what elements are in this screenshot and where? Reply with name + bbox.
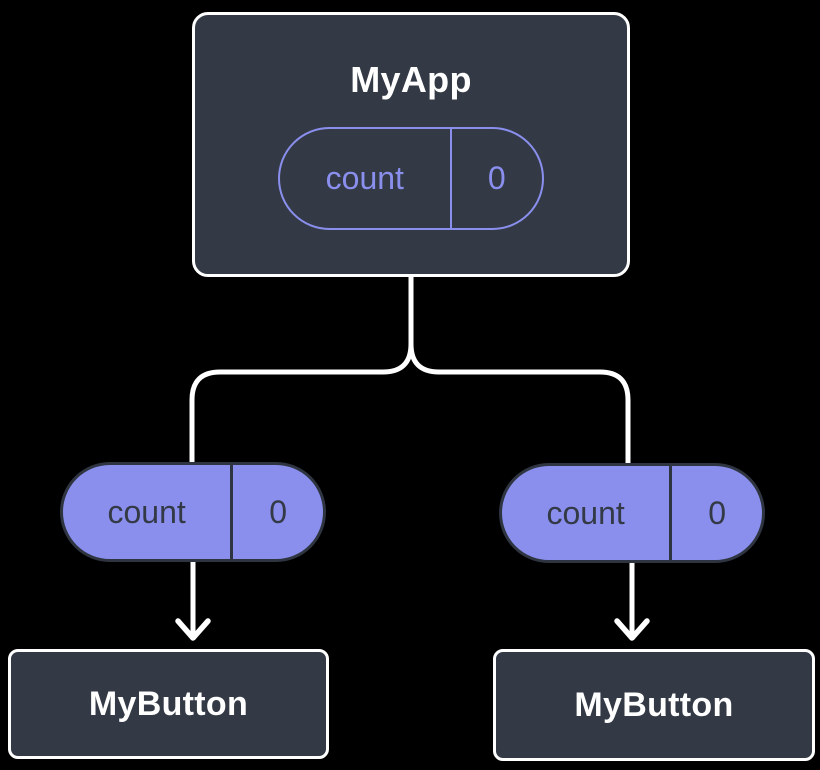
state-name: count bbox=[502, 466, 673, 560]
component-node-mybutton-left: MyButton bbox=[8, 649, 329, 759]
arrow-left-head-icon bbox=[175, 618, 211, 641]
state-pill-right-child: count 0 bbox=[499, 463, 765, 563]
component-node-mybutton-right: MyButton bbox=[493, 649, 815, 761]
state-value: 0 bbox=[487, 160, 506, 196]
fork-branch-left bbox=[189, 277, 414, 464]
component-title: MyButton bbox=[574, 685, 734, 724]
state-value: 0 bbox=[269, 493, 288, 530]
fork-branch-right bbox=[408, 277, 631, 464]
state-name: count bbox=[63, 465, 234, 559]
state-name: count bbox=[280, 129, 452, 228]
arrow-right-head-icon bbox=[614, 618, 650, 641]
state-pill-root: count 0 bbox=[278, 127, 544, 230]
state-value: 0 bbox=[708, 494, 727, 531]
component-title: MyButton bbox=[88, 684, 249, 723]
state-pill-left-child: count 0 bbox=[60, 462, 326, 562]
component-node-myapp: MyApp count 0 bbox=[192, 12, 630, 277]
component-title: MyApp bbox=[350, 59, 472, 100]
